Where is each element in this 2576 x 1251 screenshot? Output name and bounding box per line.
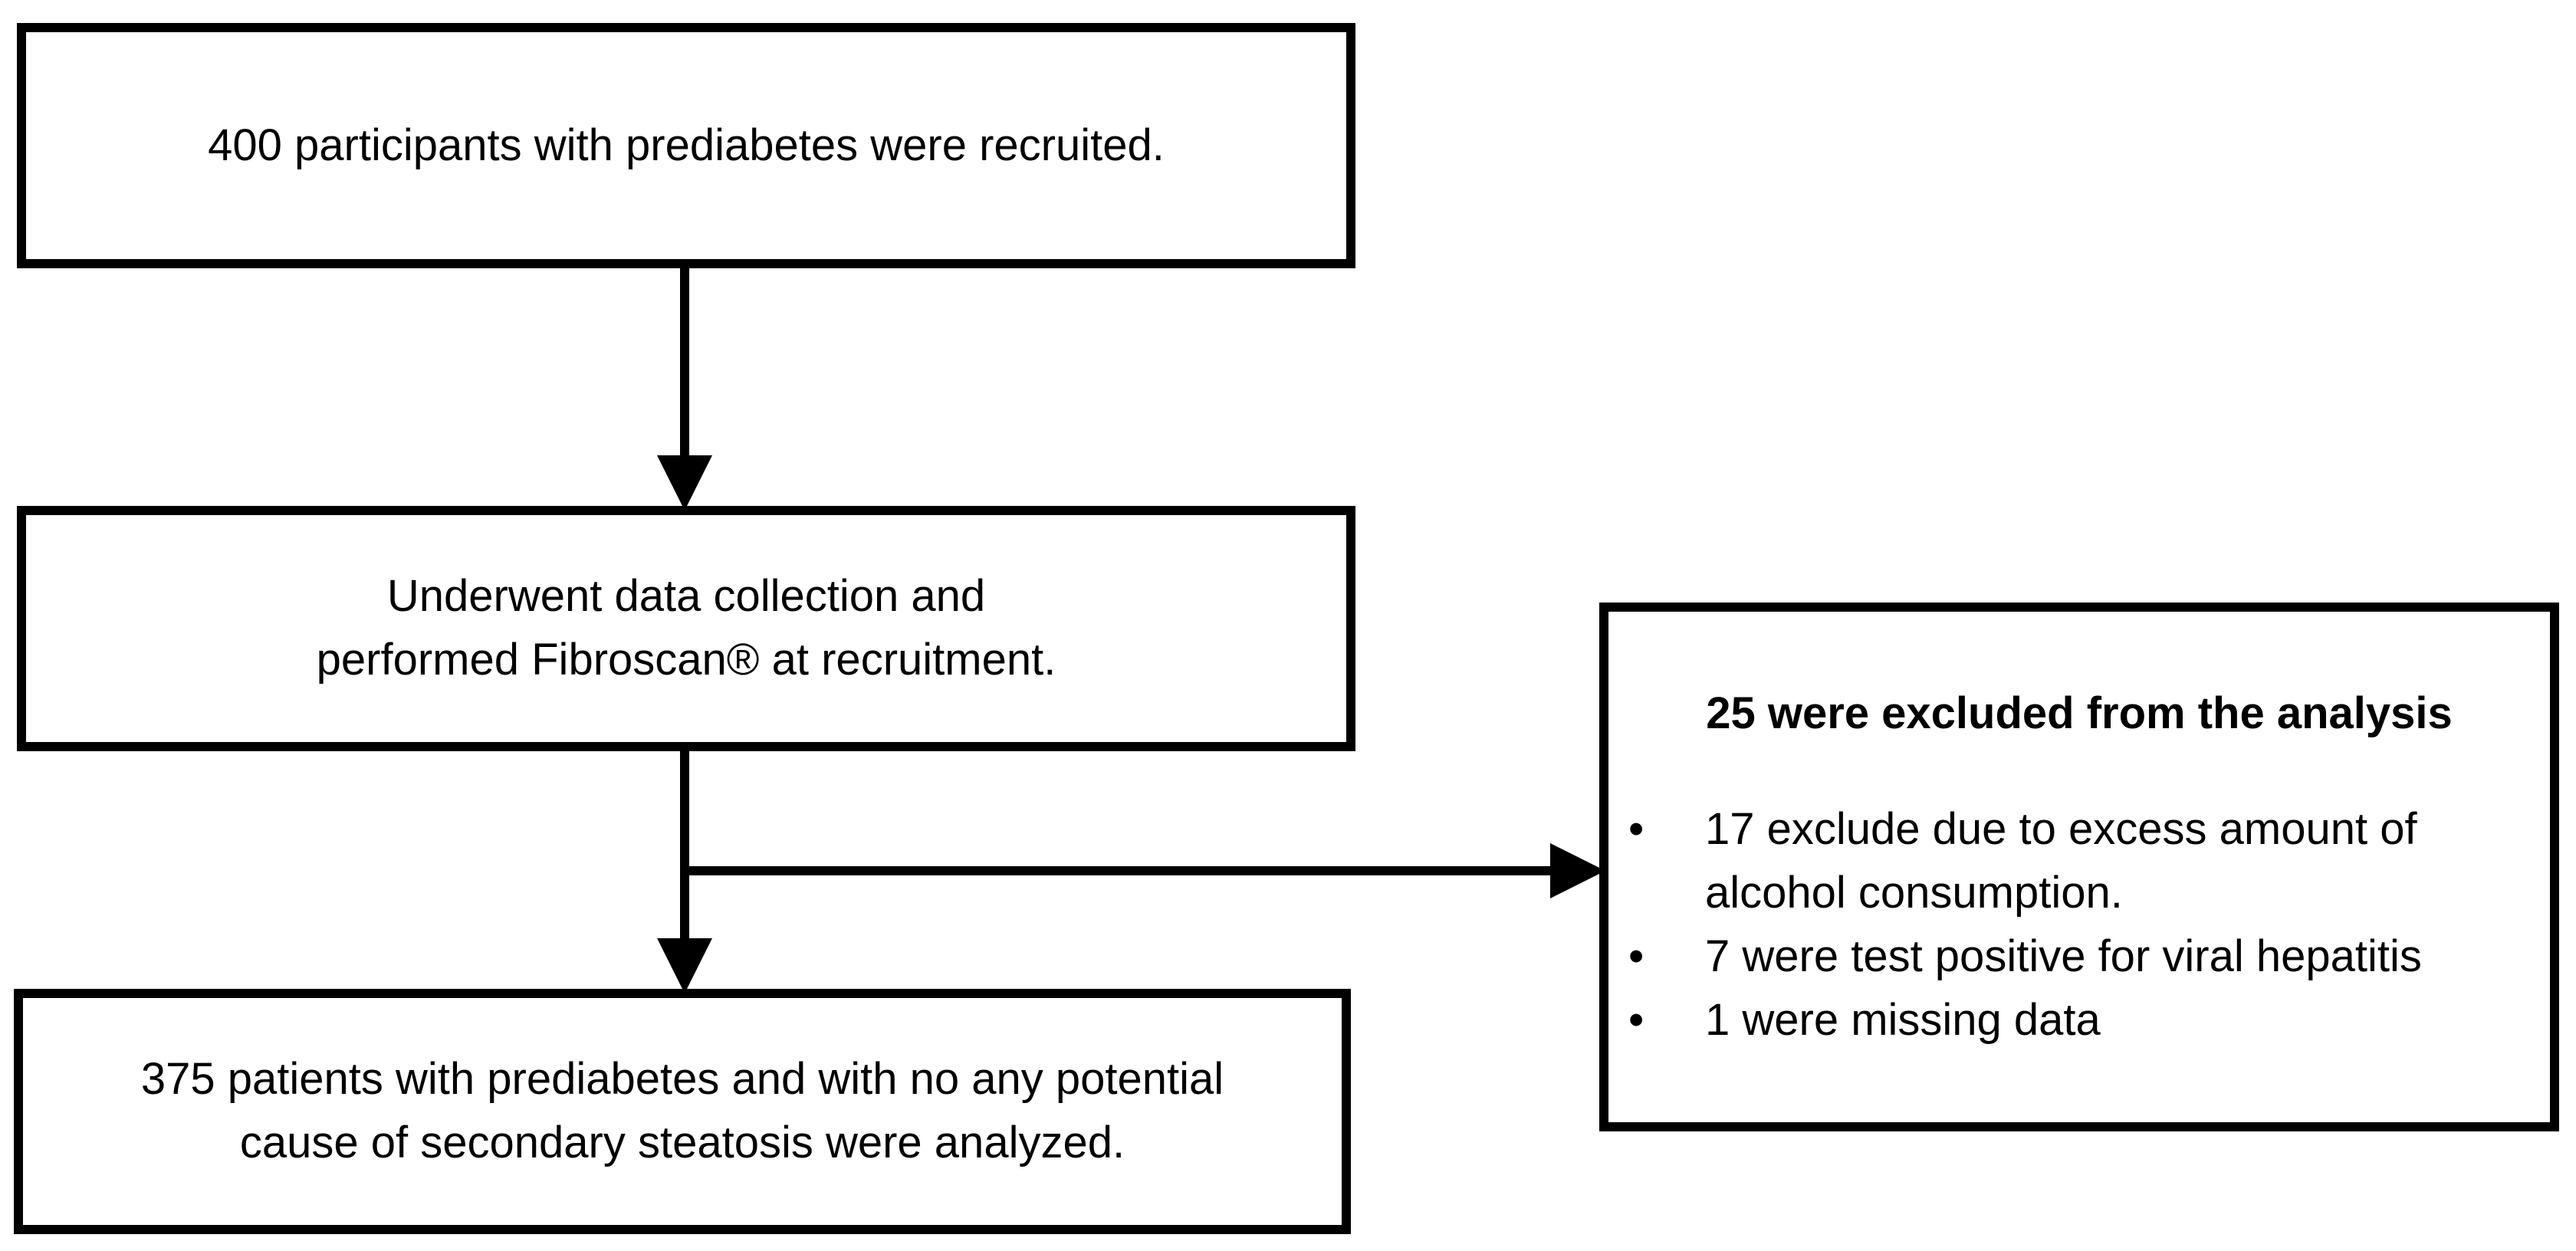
excluded-box: 25 were excluded from the analysis • 17 … xyxy=(1599,603,2559,1131)
excluded-reason-item: • 17 exclude due to excess amount of alc… xyxy=(1608,798,2550,925)
excluded-reason-text: 7 were test positive for viral hepatitis xyxy=(1705,931,2422,981)
data-collection-line-1: Underwent data collection and xyxy=(386,571,986,622)
excluded-reason-item: • 7 were test positive for viral hepatit… xyxy=(1608,925,2550,989)
excluded-reason-text: 17 exclude due to excess amount of alcoh… xyxy=(1705,803,2417,918)
excluded-title: 25 were excluded from the analysis xyxy=(1706,688,2453,738)
analyzed-line-2: cause of secondary steatosis were analyz… xyxy=(239,1118,1125,1167)
excluded-reason-text: 1 were missing data xyxy=(1705,994,2101,1045)
bullet-icon: • xyxy=(1628,994,1644,1045)
recruited-text: 400 participants with prediabetes were r… xyxy=(208,120,1165,170)
data-collection-box: Underwent data collection and performed … xyxy=(17,506,1355,751)
data-collection-line-2: performed Fibroscan® at recruitment. xyxy=(316,635,1056,685)
bullet-icon: • xyxy=(1628,931,1644,981)
excluded-reason-item: • 1 were missing data xyxy=(1608,989,2550,1052)
bullet-icon: • xyxy=(1628,803,1644,854)
excluded-reasons-list: • 17 exclude due to excess amount of alc… xyxy=(1608,798,2550,1052)
analyzed-line-1: 375 patients with prediabetes and with n… xyxy=(140,1054,1224,1105)
recruited-box: 400 participants with prediabetes were r… xyxy=(17,23,1355,268)
analyzed-box: 375 patients with prediabetes and with n… xyxy=(14,989,1351,1234)
